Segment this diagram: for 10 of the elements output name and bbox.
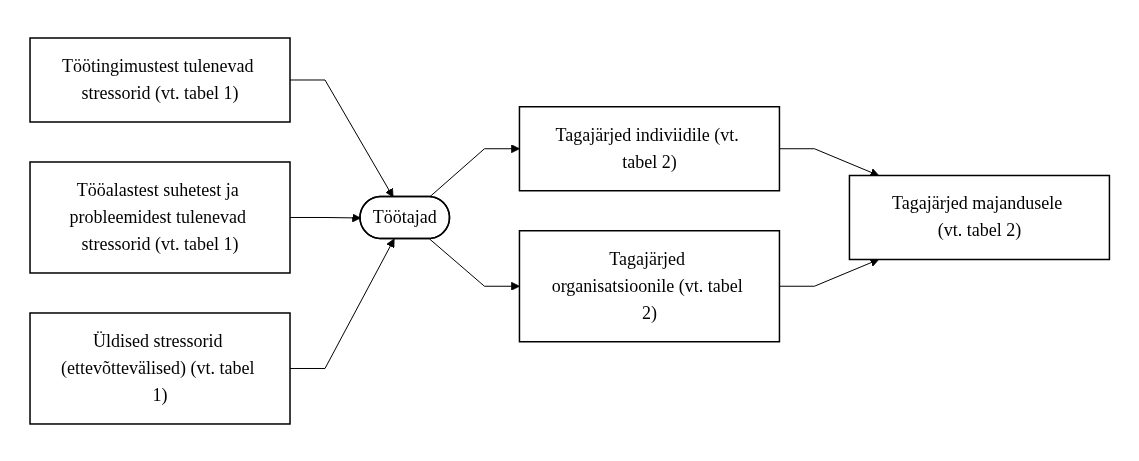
node-box: Tööalastest suhetest ja probleemidest tulenevad stressorid (vt. tabel 1) [29,160,291,274]
arrow [289,79,394,197]
arrow [289,238,395,369]
arrow [428,237,520,291]
node-box: Tagajärjed organisatsioonile (vt. tabel 2) [518,229,780,342]
arrow [428,143,520,197]
node-box: Üldised stressorid (ettevõttevälised) (vt. tabel 1) [29,311,291,425]
node-box: Töötingimustest tulenevad stressorid (vt. tabel 1) [29,36,291,123]
node-box: Tagajärjed majandusele (vt. tabel 2) [848,174,1110,260]
node-box: Tagajärjed indiviidile (vt. tabel 2) [518,105,780,191]
